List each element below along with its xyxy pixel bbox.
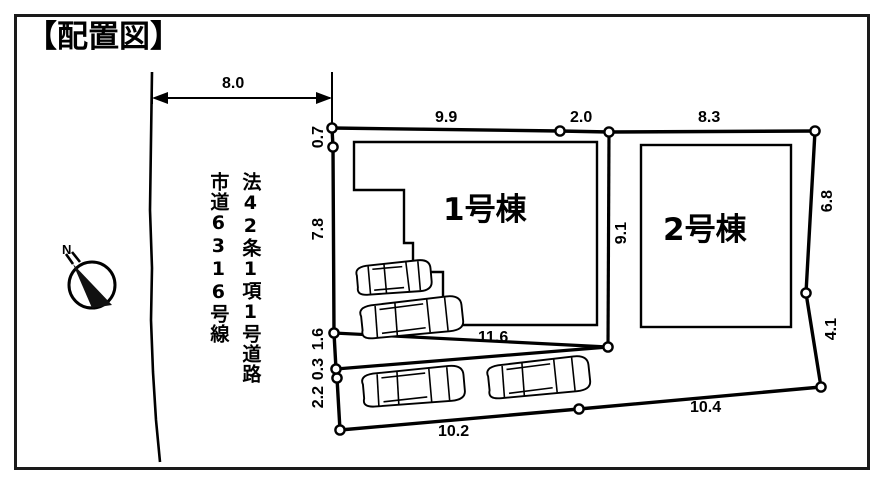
dimension-2-0: 2.0: [570, 109, 593, 126]
boundary-vertex-markers: [326, 122, 827, 436]
dimension-2-2: 2.2: [310, 386, 327, 409]
dimension-0-3: 0.3: [310, 358, 327, 381]
dimension-4-1: 4.1: [823, 318, 840, 341]
dimension-10-2: 10.2: [438, 423, 470, 440]
dimension-7-8: 7.8: [310, 218, 327, 241]
dimension-0-7: 0.7: [310, 126, 327, 149]
car-3: [361, 364, 466, 408]
compass-north-label: N: [62, 242, 72, 257]
road-name-label: 市道6316号線: [207, 172, 230, 344]
car-4: [486, 355, 592, 400]
lot-left-boundary: [330, 127, 342, 431]
parking-strip-top-line: [335, 345, 609, 371]
car-1: [355, 259, 433, 296]
building-2-label: 2号棟: [663, 212, 747, 248]
dimension-setback-8-0: 8.0: [222, 75, 245, 92]
dimension-9-9: 9.9: [435, 109, 458, 126]
setback-dimension: [151, 72, 333, 128]
lot-top-boundary: [331, 126, 816, 134]
road-boundary-line: [148, 71, 162, 463]
building-2-footprint: [639, 143, 793, 329]
car-2: [359, 295, 465, 340]
dimension-11-6: 11.6: [478, 329, 509, 346]
compass-rose-icon: [64, 251, 117, 310]
page-title: 【配置図】: [26, 19, 181, 55]
dimension-10-4: 10.4: [690, 399, 722, 416]
dimension-6-8: 6.8: [819, 190, 836, 213]
dimension-1-6: 1.6: [310, 328, 327, 351]
building-1-label: 1号棟: [443, 192, 527, 228]
dimension-8-3: 8.3: [698, 109, 721, 126]
building-1-footprint: [352, 140, 599, 327]
road-law-label: 法42条1項1号道路: [239, 172, 262, 384]
figure-frame: [14, 14, 870, 470]
dimension-9-1: 9.1: [613, 222, 630, 245]
lot-right-boundary: [804, 130, 823, 388]
divider-vertical-9-1: [606, 131, 611, 348]
